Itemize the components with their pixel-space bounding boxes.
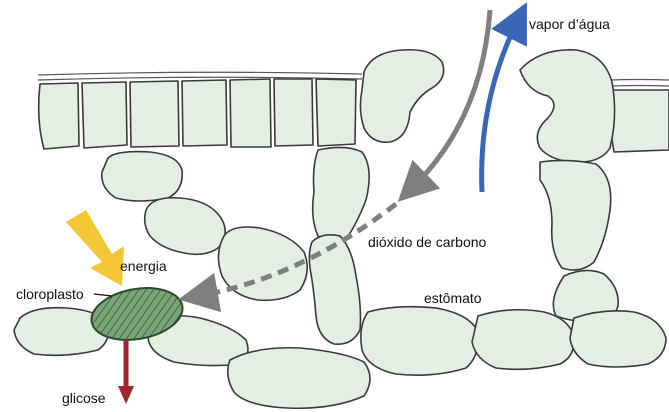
label-stomata: estômato <box>424 290 482 306</box>
energy-arrow <box>66 210 124 286</box>
co2-arrow-solid <box>412 10 490 188</box>
label-co2: dióxido de carbono <box>368 234 486 250</box>
label-glucose: glicose <box>62 390 106 406</box>
label-vapor: vapor d’água <box>529 16 610 32</box>
chloroplast-pointer-line <box>94 294 112 296</box>
upper-epidermis-right <box>610 80 669 153</box>
label-chloroplast: cloroplasto <box>16 286 84 302</box>
glucose-arrow-head <box>118 386 134 404</box>
label-energy: energia <box>120 258 167 274</box>
upper-epidermis-left <box>38 72 362 149</box>
